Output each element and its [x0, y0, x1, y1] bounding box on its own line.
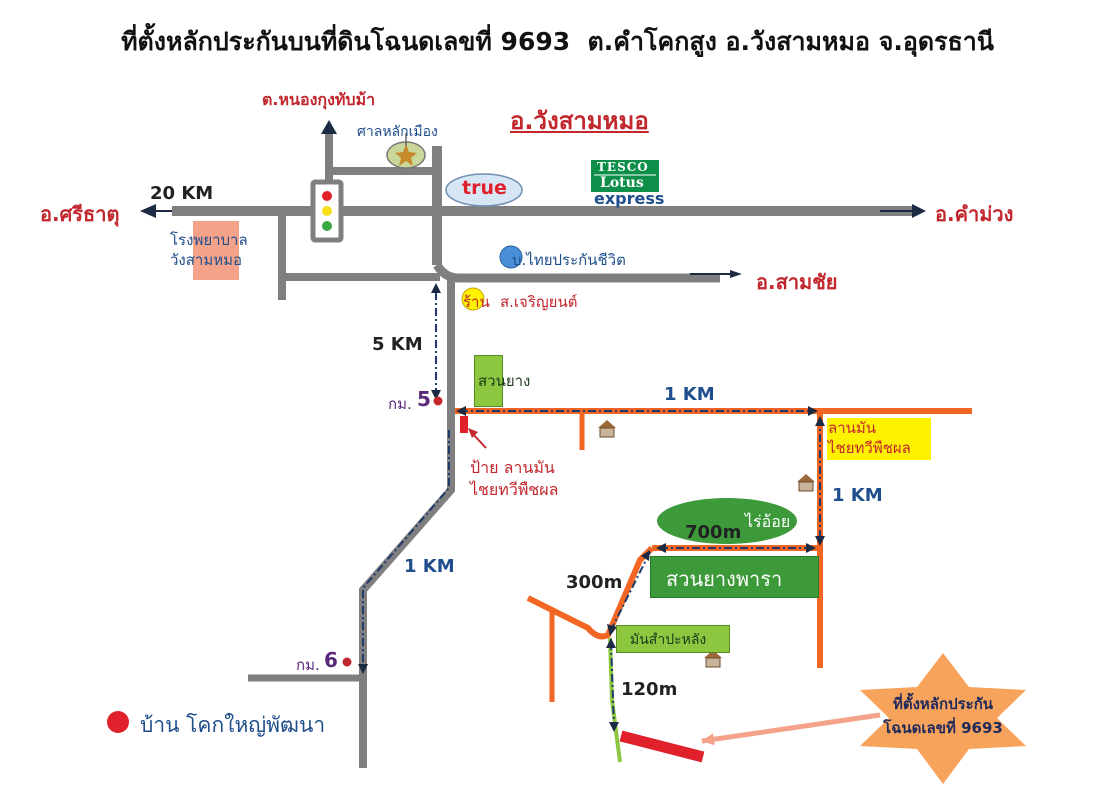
- middle-right-arrow-icon: [806, 543, 816, 553]
- true-store-logo: [445, 173, 523, 207]
- district-label: อ.วังสามหมอ: [510, 107, 649, 135]
- cassava-label: มันสำปะหลัง: [630, 632, 707, 648]
- rubber-plantation-big: [650, 556, 819, 598]
- cassava-yard-label: ลานมัน ไชยทวีพืชผล: [828, 419, 911, 457]
- southeast-destination-label: อ.สามชัย: [756, 270, 838, 294]
- one-km-top-label: 1 KM: [664, 384, 715, 405]
- green-access-lane: [608, 637, 622, 763]
- km5-marker-icon: [433, 396, 443, 406]
- shop-prefix-label: ร้าน: [463, 293, 490, 311]
- express-logo-text: express: [594, 189, 665, 208]
- sign-label: ป้าย ลานมัน ไชยทวีพืชผล: [470, 458, 559, 499]
- cassava-field: [616, 625, 730, 653]
- km5-marker-prefix: กม.: [388, 395, 412, 413]
- km5-marker-number: 5: [417, 387, 431, 411]
- lane-up-arrow-icon: [606, 638, 616, 648]
- route-dashes: [362, 292, 821, 729]
- city-pillar-shrine-icon: [386, 133, 426, 169]
- one-km-left-label: 1 KM: [404, 556, 455, 577]
- traffic-light-icon: [310, 179, 344, 243]
- east-destination-label: อ.คำม่วง: [935, 202, 1014, 226]
- house-icon: [797, 474, 815, 492]
- rubber-small-label: สวนยาง: [478, 372, 531, 390]
- sign-post-icon: [460, 416, 468, 433]
- sugarcane-label: ไร่อ้อย: [745, 512, 791, 531]
- km5-down-arrow-icon: [431, 390, 441, 400]
- west-arrow-icon: [140, 204, 156, 218]
- km6-marker-icon: [342, 657, 352, 667]
- southeast-road: [433, 262, 720, 283]
- north-arrow-icon: [321, 120, 337, 134]
- collateral-pointer-line: [701, 712, 881, 746]
- village-label: บ้าน โคกใหญ่พัฒนา: [140, 713, 326, 737]
- south-down-arrow-icon: [358, 664, 368, 674]
- top-right-arrow-icon: [808, 406, 818, 416]
- diagonal-up-arrow-icon: [641, 550, 650, 561]
- village-marker-icon: [107, 711, 129, 733]
- collateral-label: ที่ตั้งหลักประกัน โฉนดเลขที่ 9693: [883, 695, 1003, 737]
- west-distance-label: 20 KM: [150, 183, 214, 204]
- east-down-arrow-icon: [815, 536, 825, 546]
- hospital-box: [193, 221, 239, 280]
- insurance-label: บ.ไทยประกันชีวิต: [512, 251, 626, 269]
- rubber-plantation-small: [474, 355, 503, 407]
- tesco-logo-text: TESCO: [597, 160, 649, 174]
- lotus-logo-text: Lotus: [600, 175, 644, 191]
- main-roads: [172, 132, 912, 768]
- shop-marker-icon: [461, 287, 485, 311]
- north-destination-label: ต.หนองกุงทับม้า: [262, 90, 376, 109]
- km6-marker-prefix: กม.: [296, 656, 320, 674]
- diagonal-down-arrow-icon: [607, 624, 617, 636]
- middle-left-arrow-icon: [656, 543, 666, 553]
- m120-label: 120m: [621, 679, 678, 700]
- km6-marker-number: 6: [324, 648, 338, 672]
- insurance-marker-icon: [499, 245, 523, 269]
- shrine-label: ศาลหลักเมือง: [357, 124, 438, 140]
- km5-up-arrow-icon: [431, 283, 441, 293]
- shop-label: ส.เจริญยนต์: [500, 293, 578, 311]
- east-arrow-icon: [912, 204, 926, 218]
- route-arrowheads: [358, 283, 825, 732]
- diagonal-farm-road: [526, 545, 655, 640]
- tesco-lotus-logo: [591, 160, 659, 192]
- five-km-label: 5 KM: [372, 334, 423, 355]
- cassava-yard-box: [827, 418, 931, 460]
- diagonal-route-line: [609, 551, 651, 633]
- m700-label: 700m: [685, 522, 742, 543]
- house-icon: [704, 650, 722, 668]
- southeast-arrow-icon: [730, 270, 742, 278]
- true-logo-text: true: [462, 177, 507, 199]
- page-title: ที่ตั้งหลักประกันบนที่ดินโฉนดเลขที่ 9693…: [121, 27, 994, 56]
- top-left-arrow-icon: [456, 406, 466, 416]
- one-km-right-label: 1 KM: [832, 485, 883, 506]
- m300-label: 300m: [566, 572, 623, 593]
- house-icon: [598, 420, 616, 438]
- west-destination-label: อ.ศรีธาตุ: [40, 202, 120, 226]
- lane-down-arrow-icon: [609, 722, 619, 732]
- sugarcane-field: [657, 498, 797, 544]
- east-up-arrow-icon: [815, 416, 825, 426]
- hospital-label: โรงพยาบาล วังสามหมอ: [170, 231, 248, 269]
- rubber-big-label: สวนยางพารา: [666, 567, 783, 591]
- collateral-star: [860, 653, 1026, 784]
- collateral-plot: [619, 730, 705, 763]
- sign-pointer-icon: [468, 428, 478, 438]
- lane-route-line: [610, 641, 615, 729]
- south-route-line: [362, 430, 450, 668]
